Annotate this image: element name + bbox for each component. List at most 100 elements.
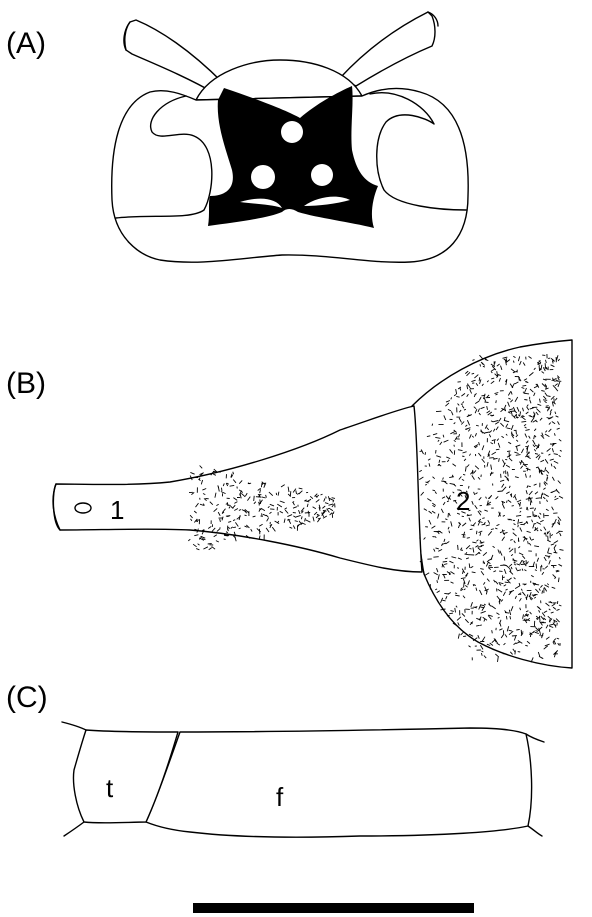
punctation-mark xyxy=(216,541,219,542)
punctation-mark xyxy=(433,557,438,558)
punctation-mark xyxy=(518,525,519,527)
punctation-mark xyxy=(458,634,459,639)
punctation-mark xyxy=(194,535,198,536)
punctation-mark xyxy=(461,632,464,635)
punctation-mark xyxy=(198,544,200,545)
punctation-mark xyxy=(498,491,503,492)
punctation-mark xyxy=(208,544,212,545)
left-lateral-ocellus xyxy=(251,165,275,189)
punctation-mark xyxy=(480,364,481,366)
punctation-mark xyxy=(542,565,543,567)
punctation-mark xyxy=(507,451,510,452)
punctation-mark xyxy=(235,536,237,541)
punctation-mark xyxy=(200,466,203,469)
punctation-mark xyxy=(536,498,541,499)
punctation-mark xyxy=(510,411,515,412)
punctation-mark xyxy=(265,483,266,485)
tibia-label: t xyxy=(106,773,114,803)
punctation-mark xyxy=(494,440,495,444)
punctation-mark xyxy=(203,547,208,549)
punctation-mark xyxy=(454,445,455,447)
right-antenna-segment xyxy=(340,12,435,86)
left-antenna-segment xyxy=(124,20,222,94)
punctation-mark xyxy=(539,616,540,621)
femur xyxy=(146,728,532,837)
punctation-mark xyxy=(248,483,251,484)
punctation-mark xyxy=(495,361,496,363)
punctation-mark xyxy=(505,613,509,614)
punctation-mark xyxy=(328,508,331,509)
punctation-mark xyxy=(534,516,537,517)
punctation-mark xyxy=(227,516,230,517)
punctation-mark xyxy=(469,646,471,648)
punctation-mark xyxy=(261,483,262,487)
punctation-mark xyxy=(484,402,488,403)
punctation-mark xyxy=(505,582,509,583)
punctation-mark xyxy=(463,571,464,574)
punctation-mark xyxy=(484,656,486,659)
punctation-mark xyxy=(479,625,481,626)
punctation-mark xyxy=(554,398,555,403)
scale-bar xyxy=(193,903,474,913)
punctation-mark xyxy=(481,651,483,652)
punctation-mark xyxy=(536,564,537,569)
punctation-mark xyxy=(212,547,216,550)
segment-1-label: 1 xyxy=(110,495,124,525)
punctation-mark xyxy=(224,539,226,540)
punctation-mark xyxy=(557,623,558,626)
punctation-mark xyxy=(498,657,499,662)
punctation-mark xyxy=(188,539,190,541)
punctation-mark xyxy=(480,607,483,608)
punctation-mark xyxy=(457,568,459,569)
punctation-mark xyxy=(480,645,483,649)
punctation-mark xyxy=(190,472,194,474)
panel-b: (B) 1 2 xyxy=(6,340,572,668)
punctation-mark xyxy=(470,529,473,530)
panel-b-label: (B) xyxy=(6,367,46,400)
median-ocellus xyxy=(281,121,303,143)
tergite-2 xyxy=(412,340,572,668)
punctation-mark xyxy=(530,475,531,477)
punctation-mark xyxy=(515,650,516,654)
punctation-mark xyxy=(516,430,517,435)
punctation-mark xyxy=(516,629,519,630)
punctation-mark xyxy=(539,366,540,371)
punctation-mark xyxy=(528,486,530,487)
punctation-mark xyxy=(495,654,499,657)
panel-c: (C) t f xyxy=(6,681,544,837)
punctation-mark xyxy=(543,400,547,401)
punctation-mark xyxy=(488,567,493,568)
punctation-mark xyxy=(193,544,197,547)
punctation-mark xyxy=(262,513,263,516)
punctation-mark xyxy=(524,400,527,401)
punctation-mark xyxy=(254,496,255,501)
punctation-mark xyxy=(209,548,212,550)
punctation-mark xyxy=(472,470,473,473)
punctation-mark xyxy=(503,577,505,578)
punctation-mark xyxy=(504,471,505,474)
punctation-mark xyxy=(437,580,438,583)
punctation-mark xyxy=(425,452,426,455)
punctation-mark xyxy=(467,538,470,539)
punctation-mark xyxy=(502,531,505,532)
punctation-mark xyxy=(478,546,482,547)
punctation-mark xyxy=(458,545,459,550)
punctation-mark xyxy=(481,653,482,656)
segment-2-label: 2 xyxy=(456,486,470,516)
punctation-mark xyxy=(468,415,471,416)
punctation-mark xyxy=(496,400,497,403)
punctation-mark xyxy=(425,485,427,486)
punctation-mark xyxy=(472,360,474,361)
punctation-mark xyxy=(480,355,483,359)
panel-c-label: (C) xyxy=(6,681,48,714)
punctation-mark xyxy=(489,603,490,605)
punctation-mark xyxy=(512,506,514,507)
punctation-mark xyxy=(233,527,236,528)
punctation-mark xyxy=(530,500,531,505)
punctation-mark xyxy=(196,549,199,550)
punctation-mark xyxy=(326,497,327,499)
punctation-mark xyxy=(261,516,263,517)
punctation-mark xyxy=(489,565,492,566)
punctation-mark xyxy=(443,561,447,562)
